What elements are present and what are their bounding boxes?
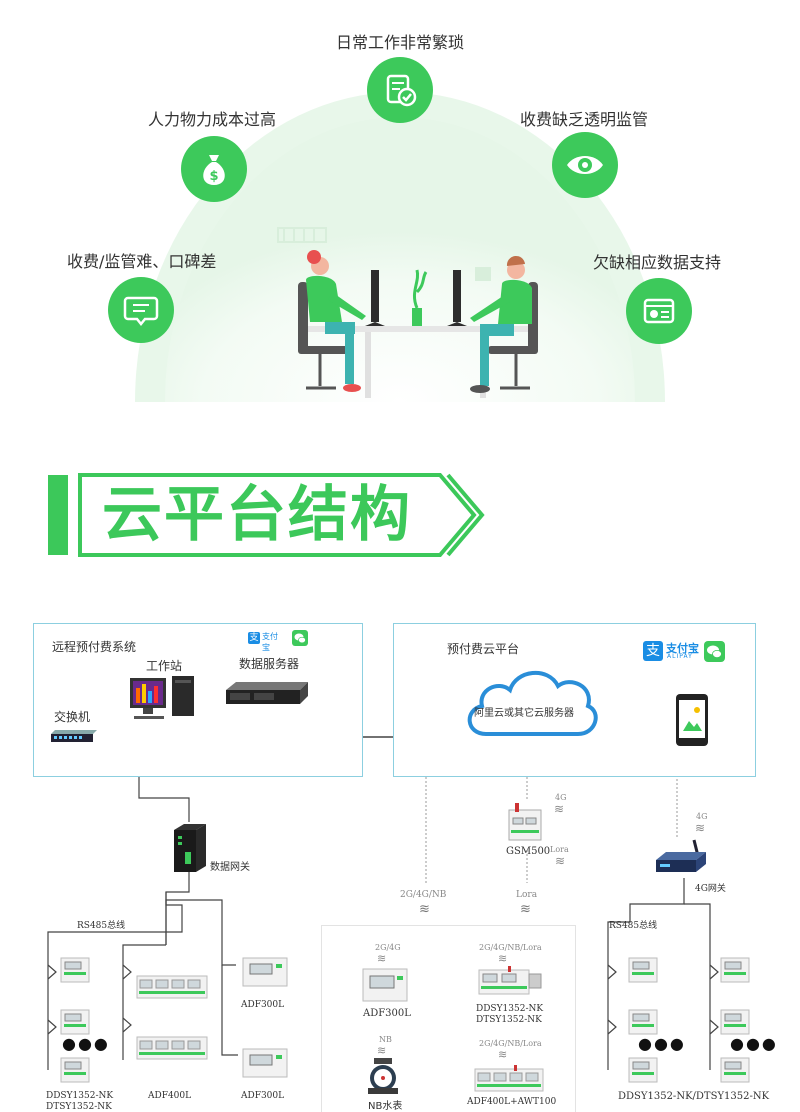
wechat-icon xyxy=(292,630,308,646)
adf300l-top-label: ADF300L xyxy=(241,1000,285,1010)
left-bottom-pain-label: 收费/监管难、口碑差 xyxy=(67,252,217,271)
link-2g4gnb-label: 2G/4G/NB xyxy=(400,890,447,900)
checklist-icon xyxy=(367,57,433,123)
switch-icon xyxy=(51,730,97,742)
alipay-small-text: 支付宝 xyxy=(262,632,278,652)
4g-gateway-device-icon xyxy=(656,839,706,872)
mid-adf300l-meter-icon xyxy=(362,968,408,1002)
cloud-icon xyxy=(467,670,598,736)
wifi-signal-icon: ≋ xyxy=(419,902,430,917)
section-title: 云平台结构 xyxy=(102,480,412,550)
mid-adf300l-signal-label: 2G/4G xyxy=(375,943,401,952)
meter-left-label-a: DDSY1352-NK xyxy=(46,1091,114,1101)
eye-icon xyxy=(552,132,618,198)
cloud-label: 阿里云或其它云服务器 xyxy=(474,708,574,719)
adf400l-meter-icon xyxy=(136,1036,208,1060)
rs485-right-label: RS485总线 xyxy=(609,921,658,931)
section-title-banner: 云平台结构 xyxy=(48,472,488,558)
more-dots: ●●● xyxy=(62,1034,110,1053)
wifi-signal-icon: ≋ xyxy=(377,1044,387,1057)
single-phase-meter-icon xyxy=(720,1009,750,1035)
adf300l-meter-icon xyxy=(242,957,288,987)
adf400l-label: ADF400L xyxy=(148,1091,192,1101)
single-phase-meter-icon xyxy=(60,1009,90,1035)
gsm-4g-label: 4G xyxy=(555,793,567,802)
alipay-logo-small: 支 支付宝 xyxy=(248,631,284,652)
alipay-en-text: ALIPAY xyxy=(667,653,693,660)
meter-right-label: DDSY1352-NK/DTSY1352-NK xyxy=(618,1091,770,1102)
mid-nb-signal-label: NB xyxy=(379,1035,392,1044)
top-pain-label: 日常工作非常繁琐 xyxy=(336,33,465,52)
data-gateway-device-icon xyxy=(174,824,206,872)
more-dots: ●●● xyxy=(730,1034,778,1053)
meter-left-label-b: DTSY1352-NK xyxy=(46,1102,112,1112)
single-phase-meter-icon xyxy=(628,1057,658,1083)
adf300l-bottom-label: ADF300L xyxy=(241,1091,285,1101)
adf400l-meter-icon xyxy=(136,975,208,999)
wechat-icon-large xyxy=(704,641,725,662)
money-bag-icon: $ xyxy=(181,136,247,202)
mid-adf400-signal-label: 2G/4G/NB/Lora xyxy=(479,1039,542,1048)
alipay-logo: 支 支付宝 ALIPAY xyxy=(643,640,701,662)
wifi-signal-icon: ≋ xyxy=(520,902,531,917)
single-phase-meter-icon xyxy=(720,957,750,983)
remote-prepay-panel xyxy=(33,623,363,777)
chat-icon xyxy=(108,277,174,343)
hero-section: 日常工作非常繁琐 人力物力成本过高 $ 收费缺乏透明监管 收费/监管难、口碑差 … xyxy=(0,0,800,402)
meter-column-right-b: ●●● xyxy=(720,957,776,1087)
more-dots: ●●● xyxy=(638,1034,686,1053)
nb-water-meter-label: NB水表 xyxy=(368,1101,403,1112)
mid-adf400-label: ADF400L+AWT100 xyxy=(467,1097,557,1107)
wifi-signal-icon: ≋ xyxy=(498,1048,508,1061)
remote-prepay-title: 远程预付费系统 xyxy=(52,640,137,654)
4g-gateway-label: 4G网关 xyxy=(695,884,726,894)
cloud-platform-title: 预付费云平台 xyxy=(447,642,520,656)
mid-adf400-meter-icon xyxy=(474,1065,544,1092)
single-phase-meter-icon xyxy=(628,957,658,983)
wifi-signal-icon: ≋ xyxy=(554,802,565,816)
right-bottom-pain-label: 欠缺相应数据支持 xyxy=(593,253,722,272)
meter-column-right-a: ●●● xyxy=(628,957,684,1087)
single-phase-meter-icon xyxy=(60,1057,90,1083)
gsm-lora-label: Lora xyxy=(550,845,569,854)
wifi-signal-icon: ≋ xyxy=(498,952,508,965)
data-server-icon xyxy=(226,682,308,704)
link-lora-label: Lora xyxy=(516,890,538,900)
wifi-signal-icon: ≋ xyxy=(695,821,706,835)
data-gateway-label: 数据网关 xyxy=(210,862,250,873)
section-title-frame xyxy=(48,473,485,557)
gsm500-device-icon xyxy=(508,803,542,841)
mid-ddsy-label-a: DDSY1352-NK xyxy=(476,1004,544,1014)
wifi-signal-icon: ≋ xyxy=(555,854,566,868)
workstation-computer-icon xyxy=(130,676,194,719)
mid-adf300l-label: ADF300L xyxy=(363,1008,411,1019)
alipay-large-icon: 支 xyxy=(643,641,663,661)
mid-ddsy-label-b: DTSY1352-NK xyxy=(476,1015,542,1025)
gsm500-label: GSM500 xyxy=(506,846,551,857)
workstation-label: 工作站 xyxy=(146,659,183,673)
data-server-label: 数据服务器 xyxy=(239,657,300,671)
adf300l-meter-icon xyxy=(242,1048,288,1078)
office-workers-illustration xyxy=(277,227,538,398)
right-top-pain-label: 收费缺乏透明监管 xyxy=(520,110,649,129)
left-top-pain-label: 人力物力成本过高 xyxy=(148,110,277,129)
meter-column-left: ●●● xyxy=(60,957,108,1087)
single-phase-meter-icon xyxy=(628,1009,658,1035)
rs485-left-label: RS485总线 xyxy=(77,921,126,931)
architecture-diagram: 远程预付费系统 支 支付宝 工作站 数据服务器 交换机 预付费云平台 阿里云 xyxy=(0,600,800,1112)
switch-label: 交换机 xyxy=(54,710,91,724)
single-phase-meter-icon xyxy=(720,1057,750,1083)
4g-gateway-signal-label: 4G xyxy=(696,812,708,821)
data-card-icon xyxy=(626,278,692,344)
mid-ddsy-meter-icon xyxy=(478,966,542,995)
svg-text:$: $ xyxy=(209,169,218,184)
mid-ddsy-signal-label: 2G/4G/NB/Lora xyxy=(479,943,542,952)
wifi-signal-icon: ≋ xyxy=(377,952,387,965)
nb-water-meter-icon xyxy=(368,1058,398,1094)
single-phase-meter-icon xyxy=(60,957,90,983)
alipay-icon: 支 xyxy=(248,632,260,644)
mobile-phone-icon xyxy=(676,694,708,746)
alipay-text: 支付宝 xyxy=(666,642,699,655)
